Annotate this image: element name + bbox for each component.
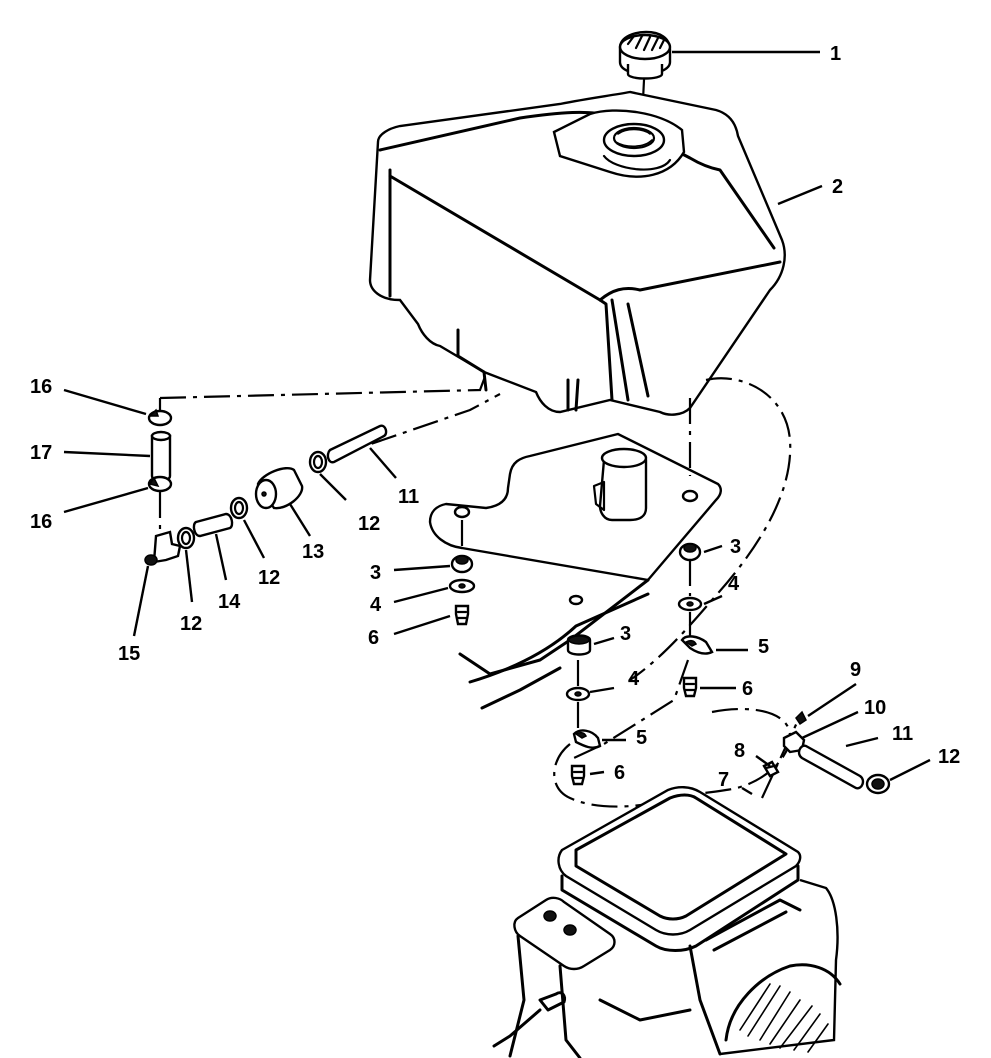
callout-6: 6 (742, 678, 753, 700)
callout-11: 11 (892, 723, 913, 745)
callout-12: 12 (180, 613, 202, 635)
callout-6: 6 (614, 762, 625, 784)
callout-13: 13 (302, 541, 324, 563)
callout-1: 1 (830, 43, 841, 65)
callout-6: 6 (368, 627, 379, 649)
callout-9: 9 (850, 659, 861, 681)
callout-4: 4 (370, 594, 382, 616)
callout-16: 16 (30, 376, 52, 398)
left-mount-hardware (448, 554, 476, 626)
center-mount-hardware (565, 634, 602, 786)
fuel-tank (368, 90, 786, 416)
callout-7: 7 (718, 769, 729, 791)
fuel-line-assembly (144, 408, 388, 566)
callout-11: 11 (398, 486, 419, 508)
callout-14: 14 (218, 591, 241, 613)
callout-12: 12 (258, 567, 280, 589)
callout-8: 8 (734, 740, 745, 762)
callout-4: 4 (728, 573, 740, 595)
callout-5: 5 (636, 727, 647, 749)
leader-lines (63, 50, 931, 796)
assembly-centerlines (158, 373, 801, 808)
callout-4: 4 (628, 668, 640, 690)
callout-2: 2 (832, 176, 843, 198)
callout-15: 15 (118, 643, 140, 665)
callout-3: 3 (730, 536, 741, 558)
callout-17: 17 (30, 442, 52, 464)
fuel-cap (618, 30, 672, 122)
callout-16: 16 (30, 511, 52, 533)
callout-12: 12 (938, 746, 960, 768)
callout-12: 12 (358, 513, 380, 535)
right-mount-hardware (677, 542, 714, 698)
callout-10: 10 (864, 697, 886, 719)
callout-3: 3 (620, 623, 631, 645)
mounting-plate (428, 432, 722, 710)
callout-labels: 1 2 3 3 3 4 4 4 5 5 6 6 6 7 8 9 10 11 11… (30, 43, 960, 791)
hose-clamp-16-top (147, 408, 173, 427)
callout-5: 5 (758, 636, 769, 658)
callout-3: 3 (370, 562, 381, 584)
engine (492, 786, 842, 1058)
